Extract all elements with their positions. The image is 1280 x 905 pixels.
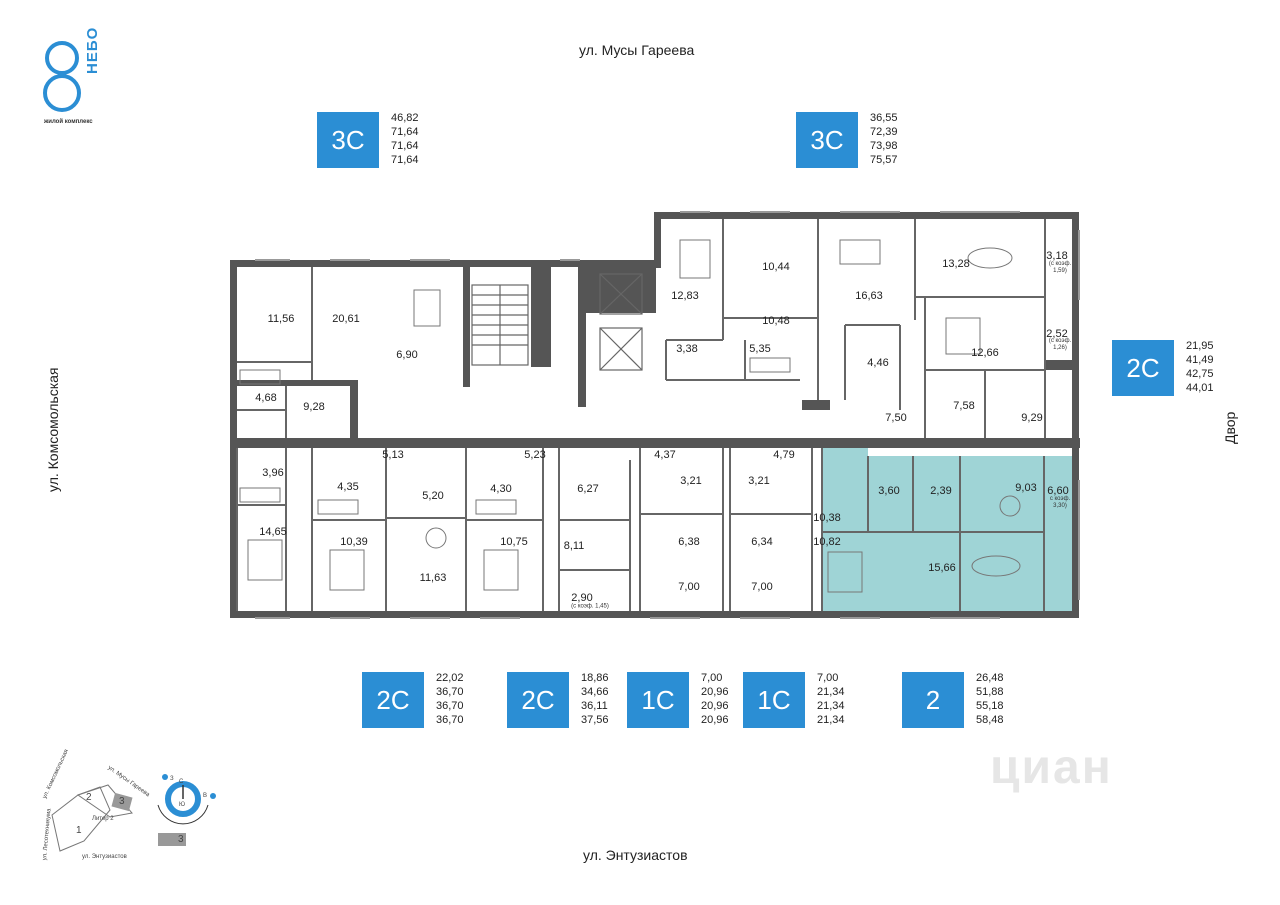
logo-subtitle: жилой комплекс <box>44 119 93 125</box>
unit-badge-1: 3С <box>796 112 858 168</box>
unit-badge-4: 2С <box>507 672 569 728</box>
logo-mark-icon <box>43 41 81 112</box>
room-note: (с коэф.1,59) <box>1048 261 1072 274</box>
room-area: 4,30 <box>490 483 512 495</box>
minimap-label: 1 <box>76 825 82 836</box>
watermark: циан <box>990 741 1113 794</box>
room-area: 3,21 <box>680 475 702 487</box>
room-area: 7,50 <box>885 412 907 424</box>
room-area: 10,82 <box>813 536 841 548</box>
highlighted-apartment <box>822 446 1072 612</box>
minimap-label: 3 <box>119 796 125 807</box>
logo: НЕБО жилой комплекс <box>40 27 120 130</box>
unit-badge-5: 1С <box>627 672 689 728</box>
outer-walls <box>230 212 1080 618</box>
room-area: 3,38 <box>676 343 698 355</box>
room-note: (с коэф.1,26) <box>1048 338 1072 351</box>
room-area: 4,46 <box>867 357 889 369</box>
room-area: 10,39 <box>340 536 368 548</box>
room-area: 6,27 <box>577 483 599 495</box>
unit-badge-3: 2С <box>362 672 424 728</box>
room-area: 6,60 <box>1047 485 1069 497</box>
room-area: 3,96 <box>262 467 284 479</box>
minimap-label: Литер 2 <box>92 816 114 822</box>
compass-north: С <box>179 779 184 785</box>
room-area: 4,37 <box>654 449 676 461</box>
compass-west: З <box>170 776 174 782</box>
room-area: 3,18 <box>1046 250 1068 262</box>
room-note: с коэф.3,30) <box>1049 496 1071 509</box>
room-area: 11,56 <box>267 313 295 325</box>
room-area: 4,79 <box>773 449 795 461</box>
furniture <box>239 239 1021 593</box>
room-area: 7,00 <box>678 581 700 593</box>
room-area: 9,03 <box>1015 482 1037 494</box>
partitions <box>236 219 1046 611</box>
room-area: 5,20 <box>422 490 444 502</box>
minimap-street: ул. Энтузиастов <box>82 854 127 860</box>
site-minimap: ул. Комсомольская ул. Мусы Гареева ул. Л… <box>40 749 250 870</box>
room-area: 11,63 <box>419 572 447 584</box>
room-area: 5,23 <box>524 449 546 461</box>
room-area: 9,28 <box>303 401 325 413</box>
room-area: 3,60 <box>878 485 900 497</box>
unit-badge-6: 1С <box>743 672 805 728</box>
room-area: 7,58 <box>953 400 975 412</box>
room-area: 15,66 <box>928 562 956 574</box>
room-area: 6,38 <box>678 536 700 548</box>
room-area: 5,13 <box>382 449 404 461</box>
compass-south: Ю <box>179 802 186 808</box>
room-area: 5,35 <box>749 343 771 355</box>
room-area: 6,90 <box>396 349 418 361</box>
room-area: 8,11 <box>563 540 585 552</box>
room-area: 10,38 <box>813 512 841 524</box>
room-area: 12,66 <box>971 347 999 359</box>
room-area: 3,21 <box>748 475 770 487</box>
unit-badge-0: 3С <box>317 112 379 168</box>
room-area: 9,29 <box>1021 412 1043 424</box>
room-area: 10,44 <box>762 261 790 273</box>
stairs-icon <box>471 284 529 366</box>
street-top: ул. Мусы Гареева <box>579 42 695 58</box>
room-note: (с коэф. 1,45) <box>571 603 609 610</box>
room-area: 2,39 <box>930 485 952 497</box>
site-map-icon <box>51 774 216 852</box>
room-area: 10,75 <box>500 536 528 548</box>
minimap-label: 2 <box>86 792 92 803</box>
street-bottom: ул. Энтузиастов <box>583 847 688 863</box>
windows <box>255 211 1080 619</box>
room-area: 20,61 <box>332 313 360 325</box>
room-area: 13,28 <box>942 258 970 270</box>
room-area: 14,65 <box>259 526 287 538</box>
unit-badge-2: 2С <box>1112 340 1174 396</box>
room-area: 12,83 <box>671 290 699 302</box>
room-area: 10,48 <box>762 315 790 327</box>
room-area: 2,52 <box>1046 328 1068 340</box>
room-area: 4,68 <box>255 392 277 404</box>
room-area: 16,63 <box>855 290 883 302</box>
room-area: 6,34 <box>751 536 773 548</box>
elevator-icon <box>599 273 643 371</box>
minimap-label: 3 <box>178 834 184 845</box>
room-area: 2,90 <box>571 592 593 604</box>
room-area: 4,35 <box>337 481 359 493</box>
unit-badge-7: 2 <box>902 672 964 728</box>
compass-east: В <box>203 793 208 799</box>
room-area: 7,00 <box>751 581 773 593</box>
